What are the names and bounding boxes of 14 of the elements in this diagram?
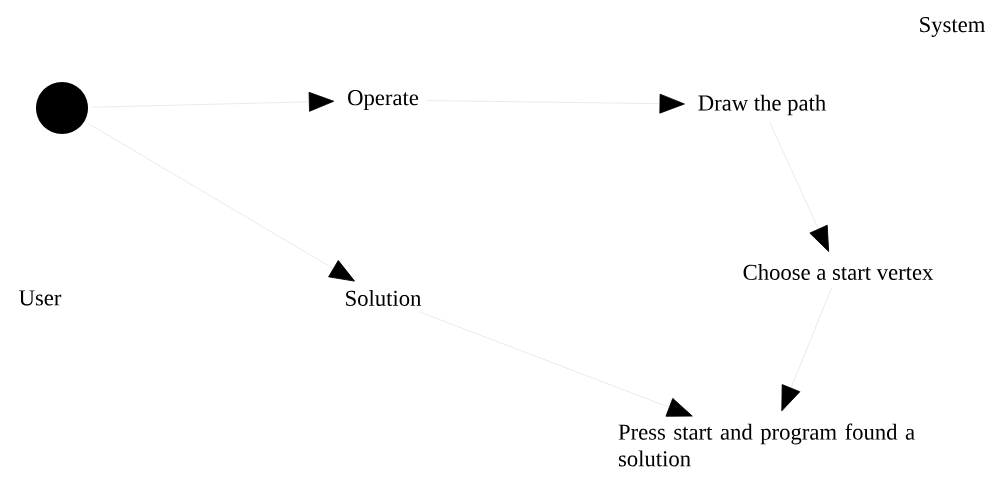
- step-text: Choose a start vertex: [743, 264, 934, 280]
- lane-heading: User: [19, 290, 62, 306]
- arrow: [91, 91, 335, 112]
- arrow: [781, 287, 832, 412]
- lane-heading: System: [920, 17, 985, 37]
- step-text: Solution: [346, 290, 422, 306]
- arrow: [87, 123, 355, 282]
- arrow: [769, 122, 830, 252]
- arrow: [418, 311, 693, 417]
- start-dot: [36, 82, 88, 134]
- step-text: Operate: [348, 90, 419, 110]
- step-text: Draw the path: [698, 94, 826, 116]
- step-text: Press start and program found a solution: [618, 423, 915, 467]
- arrow: [426, 93, 685, 114]
